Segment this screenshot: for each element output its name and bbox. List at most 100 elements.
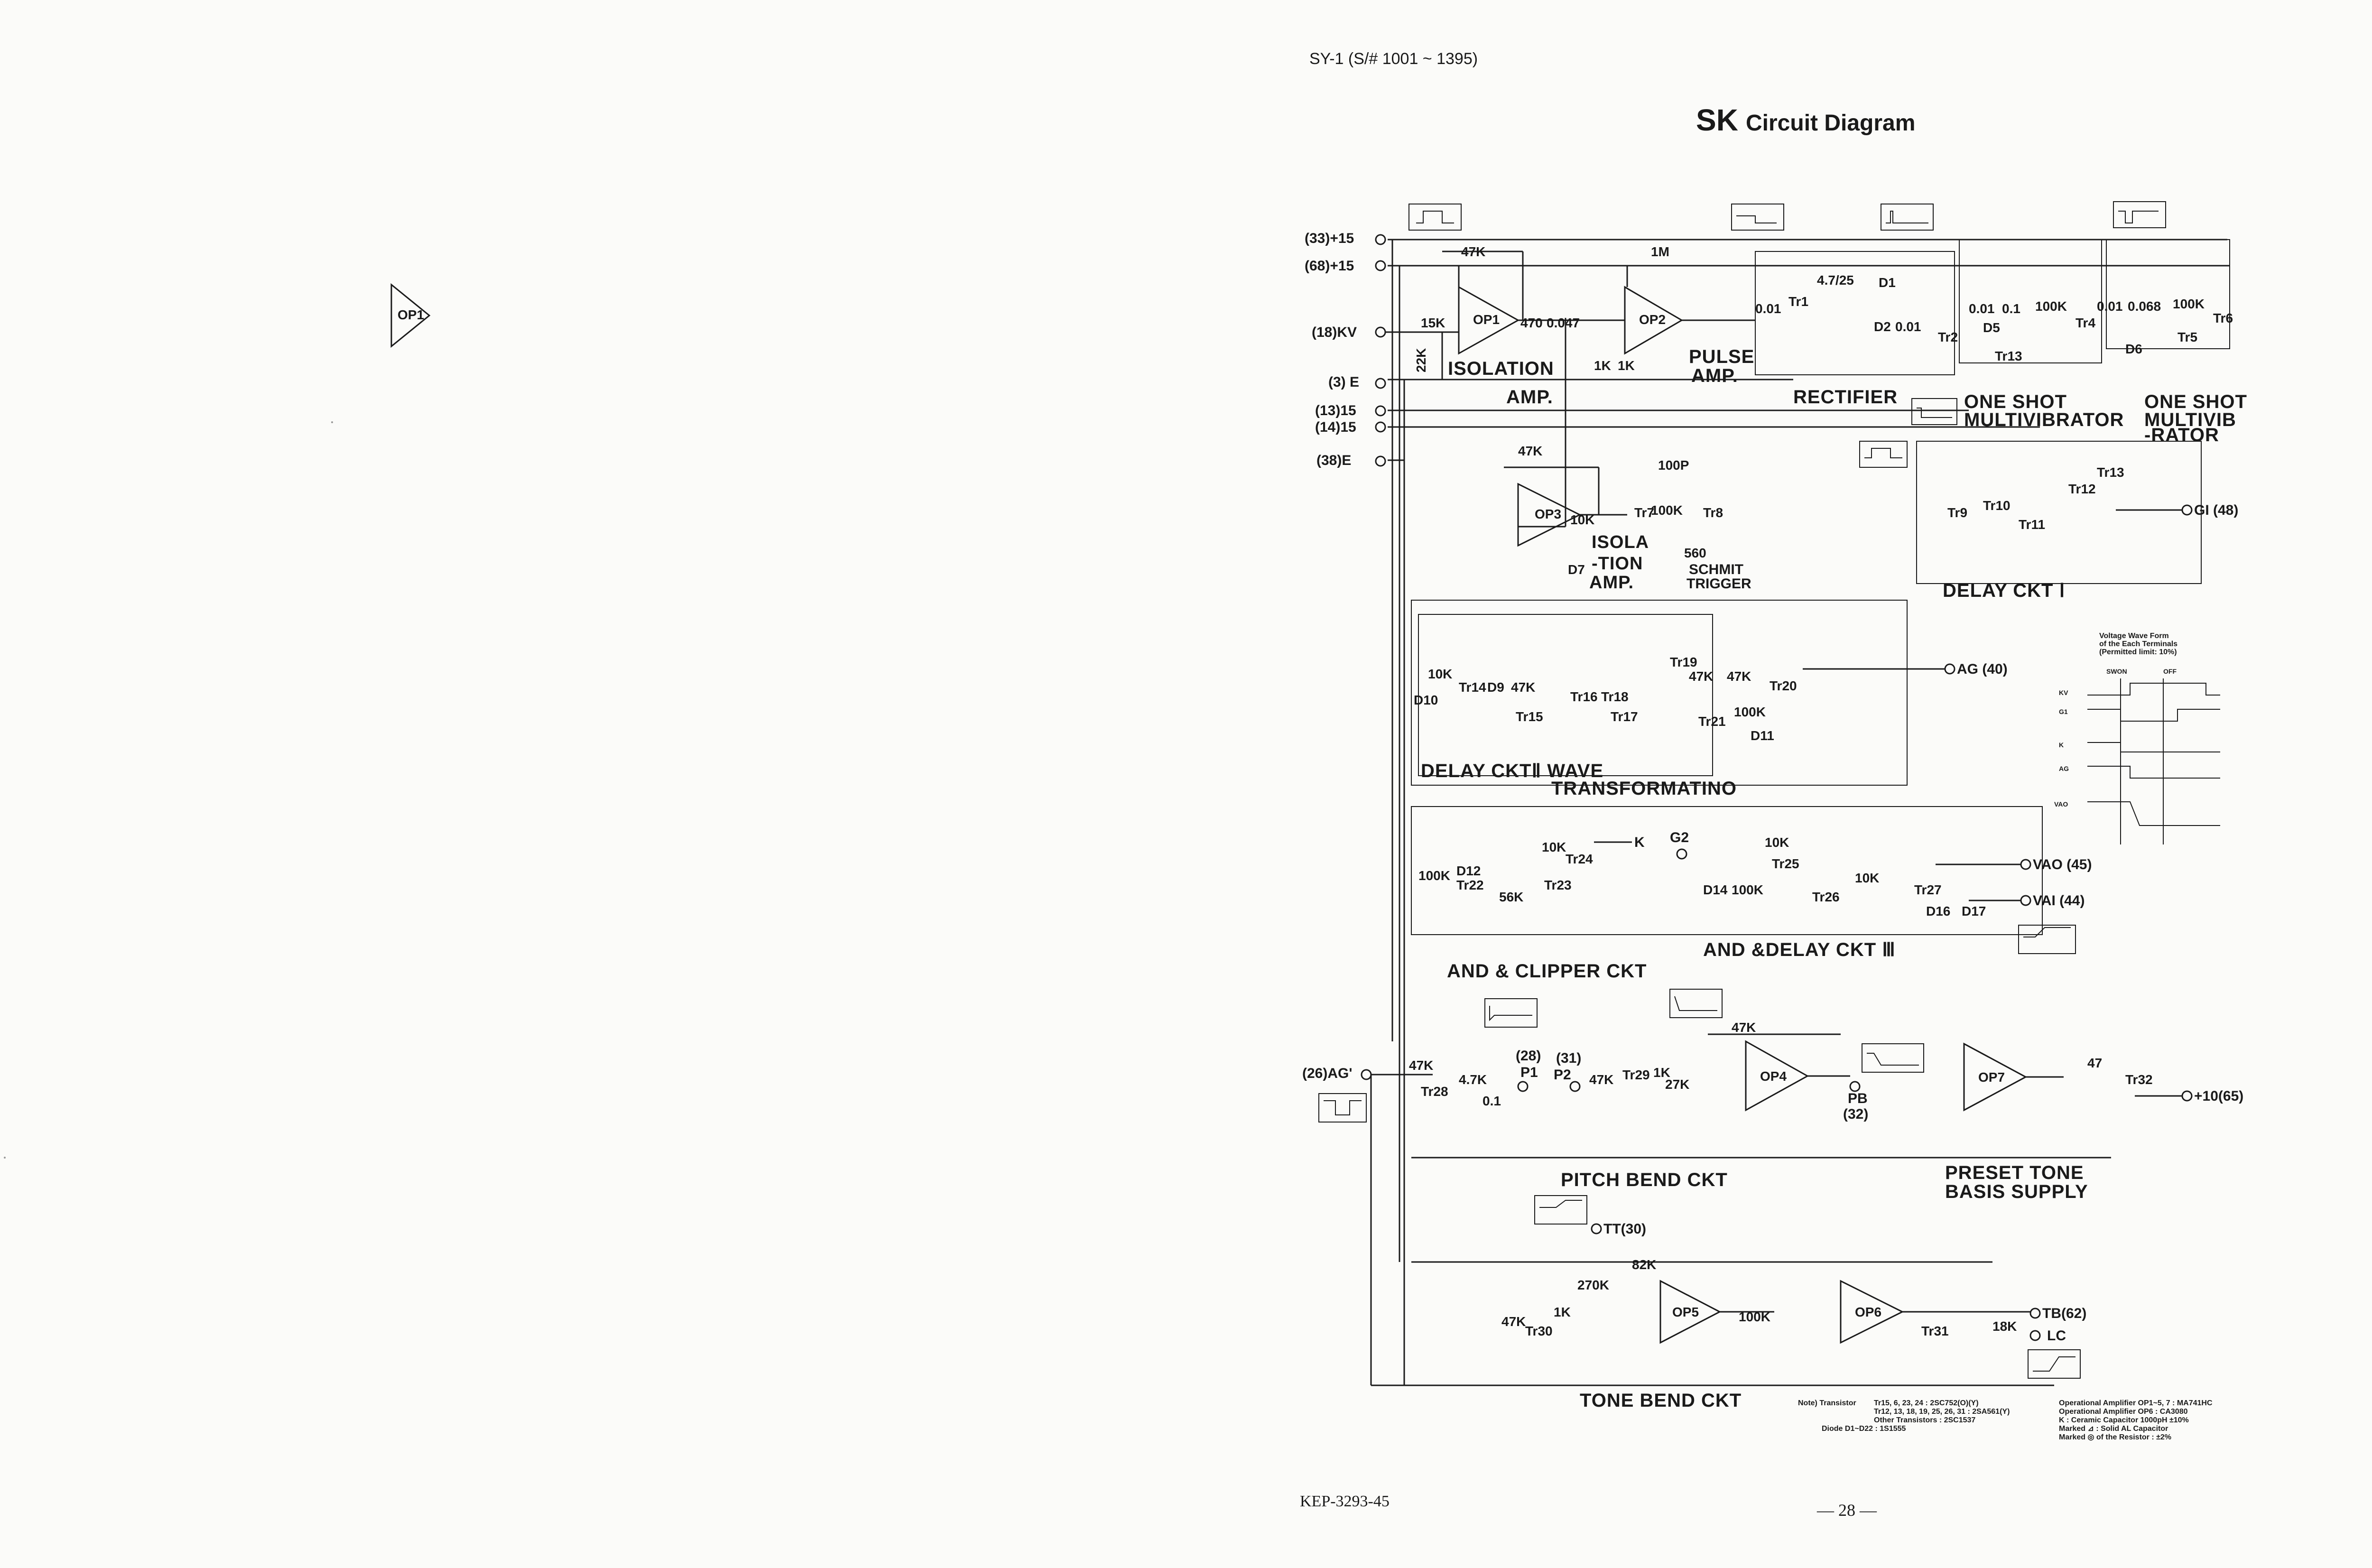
r-47k-op4: 47K — [1732, 1020, 1756, 1035]
r-10k-tr27: 10K — [1855, 871, 1879, 885]
r-1m: 1M — [1651, 244, 1669, 259]
op4-text: OP4 — [1760, 1069, 1787, 1084]
block-oneshot2b: MULTIVIB — [2144, 409, 2236, 430]
terminal-14: (14)15 — [1315, 419, 1356, 435]
r-100k-op6: 100K — [1739, 1309, 1770, 1324]
wave-vao — [2087, 801, 2220, 826]
p1-node — [1517, 1081, 1529, 1092]
speck-1 — [331, 421, 333, 423]
d10-label: D10 — [1414, 693, 1438, 707]
note-transistor-1: Tr15, 6, 23, 24 : 2SC752(O)(Y) — [1874, 1399, 1979, 1407]
terminal-gi48: GI (48) — [2194, 502, 2238, 518]
tr31-label: Tr31 — [1921, 1324, 1949, 1338]
wave-row-k: K — [2059, 741, 2064, 749]
block-preset1: PRESET TONE — [1945, 1162, 2084, 1183]
section-delay-1: OP3 47K 10K D7 Tr7 100P 100K Tr8 SCHMIT … — [1504, 318, 2238, 601]
sw-box-4 — [2113, 201, 2166, 228]
block-pulse: PULSE — [1689, 346, 1754, 367]
op3-body — [1517, 482, 1582, 547]
note-opamp1: Operational Amplifier OP1~5, 7 : MA741HC — [2059, 1399, 2213, 1407]
r-47k-d9: 47K — [1511, 680, 1535, 695]
tr24-label: Tr24 — [1566, 852, 1593, 866]
terminal-14-node — [1375, 421, 1386, 433]
rectifier-area — [1755, 251, 1955, 375]
gi48-node — [2181, 504, 2193, 516]
terminal-33-node — [1375, 234, 1386, 245]
sw-box-1 — [1408, 204, 1462, 231]
model-number: SY-1 (S/# 1001 ~ 1395) — [1309, 50, 1478, 68]
wave-row-g1: G1 — [2059, 708, 2068, 715]
wave-row-kv: KV — [2059, 689, 2068, 696]
p2-node — [1569, 1081, 1581, 1092]
d11-label: D11 — [1751, 728, 1774, 743]
waveform-subtitle: of the Each Terminals — [2099, 640, 2177, 648]
vai44-node — [2020, 895, 2031, 906]
section-tone-bend: TT(30) 47K Tr30 1K 270K 82K OP5 100K OP6… — [1501, 1195, 2086, 1411]
tr27-label: Tr27 — [1914, 882, 1942, 897]
footer-code: KEP-3293-45 — [1300, 1493, 1390, 1510]
wave-k — [2087, 742, 2220, 752]
waveform-col-off: OFF — [2163, 668, 2177, 675]
delay2-area — [1411, 600, 1908, 786]
op6-body — [1840, 1280, 1904, 1344]
op3-text: OP3 — [1535, 507, 1561, 521]
tr2-label: Tr2 — [1938, 330, 1958, 344]
tr23-label: Tr23 — [1544, 878, 1572, 892]
block-transform: TRANSFORMATINO — [1551, 778, 1737, 799]
op4-body — [1745, 1040, 1809, 1112]
r-1k-a: 1K — [1594, 358, 1611, 373]
terminal-3: (3) E — [1328, 374, 1359, 390]
note-transistor-2: Tr12, 13, 18, 19, 25, 26, 31 : 2SA561(Y) — [1874, 1408, 2010, 1416]
r-22k-op1: 22K — [1414, 348, 1428, 372]
sw-box-lc — [2028, 1349, 2081, 1379]
c-001-a: 0.01 — [1755, 301, 1781, 316]
tr19-label: Tr19 — [1670, 655, 1697, 669]
section-delay-2: 10K D10 Tr14 D9 47K Tr15 Tr16 Tr18 Tr17 … — [1411, 600, 2008, 799]
terminal-tb62: TB(62) — [2042, 1306, 2086, 1321]
r-47k-tr20: 47K — [1727, 669, 1751, 684]
block-oneshot1: ONE SHOT — [1964, 391, 2067, 412]
r-1k-tr29: 1K — [1653, 1065, 1670, 1080]
r-270k: 270K — [1577, 1278, 1609, 1292]
tr26-label: Tr26 — [1812, 890, 1840, 904]
tr17-label: Tr17 — [1611, 709, 1638, 724]
terminal-tt30: TT(30) — [1603, 1221, 1646, 1237]
tr15-label: Tr15 — [1516, 709, 1543, 724]
tr25-label: Tr25 — [1772, 856, 1799, 871]
r-56k-tr23: 56K — [1499, 890, 1523, 904]
block-oneshot2: ONE SHOT — [2144, 391, 2247, 412]
tt30-node — [1591, 1223, 1602, 1234]
oneshot2-area — [2106, 239, 2230, 349]
tr20-label: Tr20 — [1770, 678, 1797, 693]
d9-label: D9 — [1487, 680, 1504, 695]
op6-text: OP6 — [1855, 1305, 1881, 1319]
terminal-3-node — [1375, 378, 1386, 389]
op1-symbol — [390, 283, 431, 348]
section-input-stage: OP1 OP1 47K 15K 22K ISOLATION AMP. 470 0… — [390, 201, 2247, 445]
terminal-33: (33)+15 — [1305, 231, 1354, 246]
r-47k-tr28: 47K — [1409, 1058, 1433, 1073]
tr29-label: Tr29 — [1622, 1067, 1650, 1082]
sw-box-2 — [1731, 204, 1784, 231]
c-0068: 0.068 — [2128, 299, 2161, 314]
terminal-68-node — [1375, 260, 1386, 271]
op7-text: OP7 — [1978, 1070, 2005, 1085]
terminal-26-node — [1361, 1069, 1372, 1080]
wave-g1 — [2087, 709, 2220, 722]
note-transistor-3: Other Transistors : 2SC1537 — [1874, 1416, 1975, 1424]
block-tone-bend: TONE BEND CKT — [1580, 1390, 1742, 1411]
terminal-vao45: VAO (45) — [2033, 857, 2092, 872]
note-solid: Marked ⊿ : Solid AL Capacitor — [2059, 1425, 2168, 1433]
sw-box-ag — [1318, 1093, 1367, 1123]
tr16-label: Tr16 — [1570, 689, 1598, 704]
r-15k: 15K — [1421, 315, 1445, 330]
d5-label: D5 — [1983, 320, 2000, 335]
c-001-b: 0.01 — [1895, 319, 1921, 334]
block-preset2: BASIS SUPPLY — [1945, 1181, 2088, 1202]
c-001-d: 0.01 — [2097, 299, 2123, 314]
g2-node — [1676, 848, 1687, 860]
terminal-k: K — [1634, 835, 1645, 850]
section-and-delay: 100K D12 Tr22 56K Tr23 10K Tr24 K G2 D14… — [1411, 806, 2092, 982]
block-isolation-amp: AMP. — [1506, 387, 1553, 408]
